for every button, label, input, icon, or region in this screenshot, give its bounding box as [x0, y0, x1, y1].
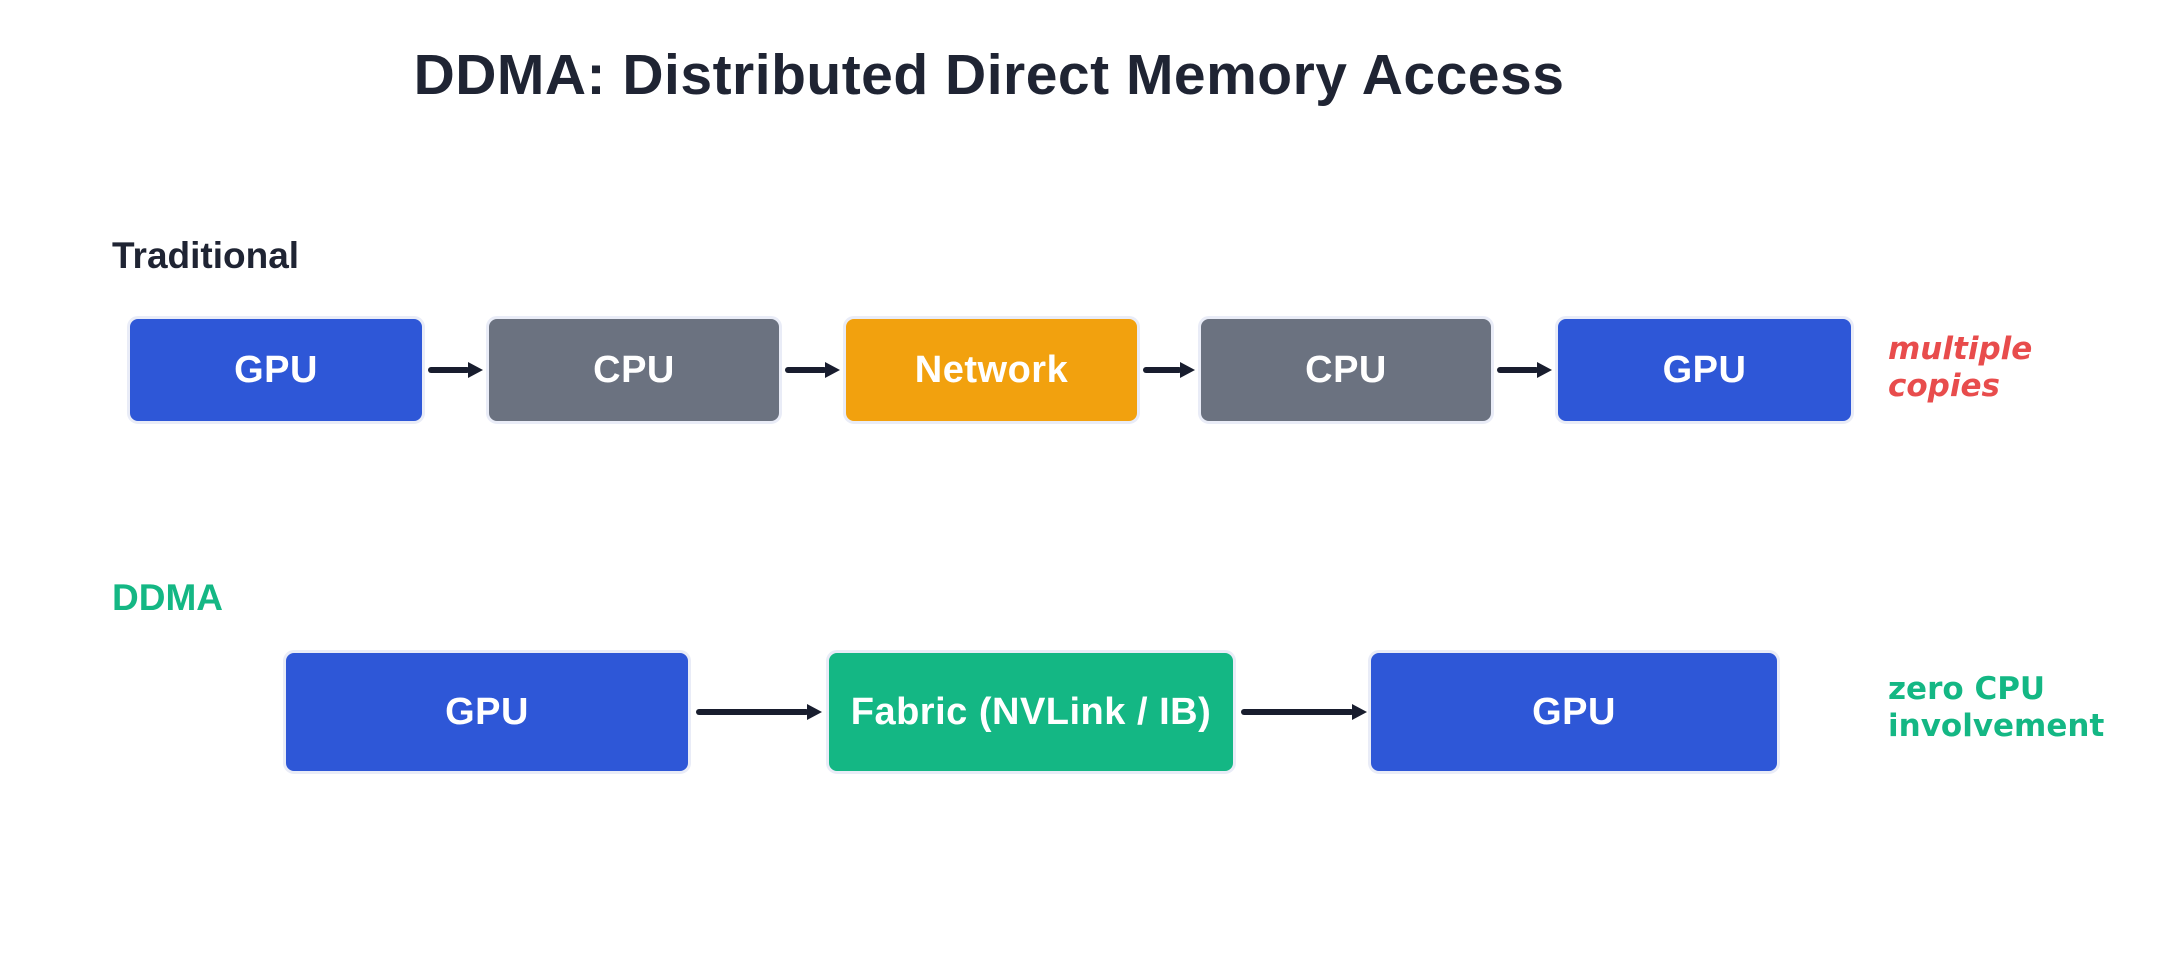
node-gpu: GPU — [1368, 650, 1780, 774]
node-label: CPU — [593, 348, 675, 391]
node-network: Network — [843, 316, 1140, 424]
node-label: Fabric (NVLink / IB) — [850, 690, 1212, 733]
node-gpu: GPU — [283, 650, 691, 774]
flow-arrow-icon — [1241, 704, 1367, 720]
node-cpu: CPU — [1198, 316, 1494, 424]
flow-arrow-icon — [696, 704, 822, 720]
diagram-title: DDMA: Distributed Direct Memory Access — [413, 43, 1565, 107]
flow-arrow-icon — [785, 362, 840, 378]
row-label-traditional: Traditional — [112, 235, 300, 276]
annotation-line: involvement — [1888, 708, 2105, 744]
node-fabric: Fabric (NVLink / IB) — [826, 650, 1236, 774]
node-label: Network — [914, 348, 1069, 391]
annotation-multiple-copies: multiple copies — [1888, 331, 2032, 405]
node-gpu: GPU — [1555, 316, 1854, 424]
node-cpu: CPU — [486, 316, 782, 424]
node-label: CPU — [1305, 348, 1387, 391]
annotation-line: copies — [1888, 368, 2000, 404]
row-label-ddma: DDMA — [112, 577, 223, 618]
node-label: GPU — [445, 690, 529, 733]
annotation-line: zero CPU — [1888, 671, 2046, 707]
annotation-line: multiple — [1888, 331, 2033, 367]
flow-arrow-icon — [1143, 362, 1195, 378]
node-label: GPU — [234, 348, 318, 391]
flow-arrow-icon — [1497, 362, 1552, 378]
annotation-zero-cpu: zero CPU involvement — [1888, 671, 2104, 745]
node-label: GPU — [1532, 690, 1616, 733]
node-gpu: GPU — [127, 316, 425, 424]
node-label: GPU — [1662, 348, 1747, 391]
flow-arrow-icon — [428, 362, 483, 378]
